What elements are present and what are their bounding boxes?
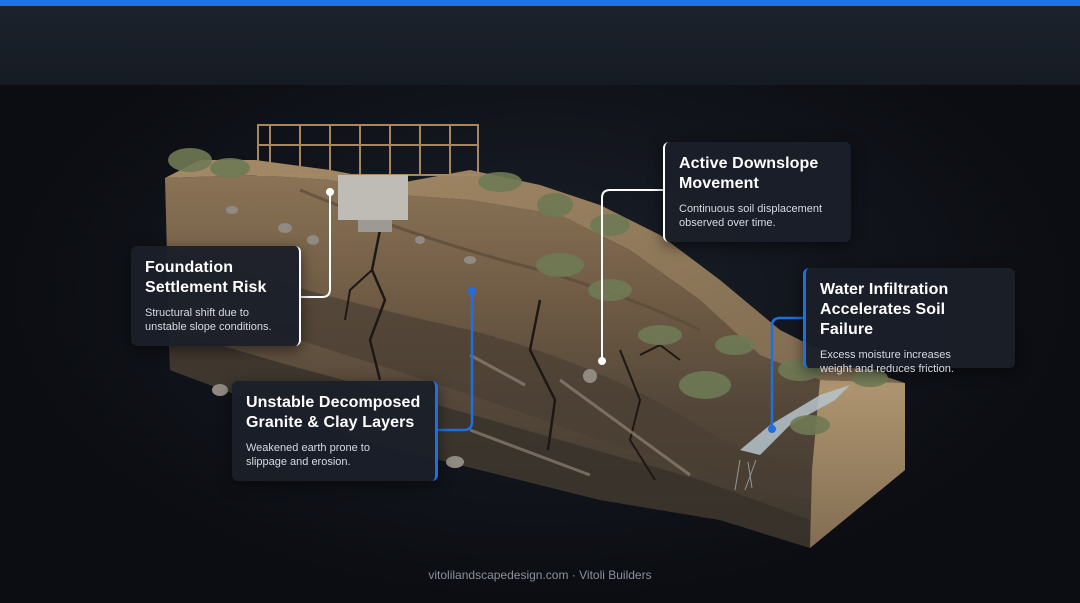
title-line-1: Active Downslope: [679, 155, 819, 172]
title-line-2: Settlement Risk: [145, 279, 267, 296]
desc-line-1: Continuous soil displacement: [679, 203, 823, 215]
desc-line-1: Excess moisture increases: [820, 349, 951, 361]
desc-line-1: Weakened earth prone to: [246, 442, 370, 454]
title-line-1: Water Infiltration: [820, 281, 949, 298]
desc-line-2: unstable slope conditions.: [145, 321, 272, 333]
title-line-1: Foundation: [145, 259, 234, 276]
desc-line-2: observed over time.: [679, 217, 776, 229]
header-band: [0, 6, 1080, 85]
title-line-2: Movement: [679, 175, 759, 192]
rocks: [212, 206, 597, 468]
desc-line-2: weight and reduces friction.: [820, 363, 954, 375]
desc-line-2: slippage and erosion.: [246, 456, 351, 468]
title-line-1: Unstable Decomposed: [246, 394, 421, 411]
house-foundation: [257, 124, 479, 232]
desc-line-1: Structural shift due to: [145, 307, 249, 319]
leader-lines: [300, 188, 804, 433]
callout-description: Continuous soil displacement observed ove…: [679, 202, 837, 230]
callout-description: Weakened earth prone to slippage and eros…: [246, 441, 421, 469]
top-accent-bar: [0, 0, 1080, 6]
callout-description: Excess moisture increases weight and redu…: [820, 348, 1001, 376]
title-line-2: Accelerates Soil Failure: [820, 301, 946, 338]
title-line-2: Granite & Clay Layers: [246, 414, 415, 431]
footer-credit: vitolilandscapedesign.com · Vitoli Build…: [428, 568, 652, 582]
callout-description: Structural shift due to unstable slope co…: [145, 306, 285, 334]
